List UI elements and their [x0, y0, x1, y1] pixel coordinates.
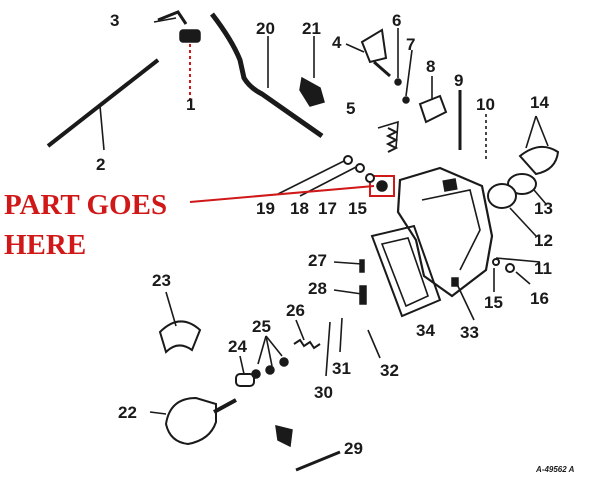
part-label-16: 16 [530, 289, 549, 308]
part-label-26: 26 [286, 301, 305, 320]
part-label-33: 33 [460, 323, 479, 342]
part-label-15b: 15 [484, 293, 503, 312]
part-label-34: 34 [416, 321, 435, 340]
part-label-2: 2 [96, 155, 105, 174]
part-label-23: 23 [152, 271, 171, 290]
drawing-code: A-49562 A [535, 465, 575, 474]
part-label-31: 31 [332, 359, 351, 378]
part-label-4: 4 [332, 33, 342, 52]
part-label-29: 29 [344, 439, 363, 458]
part-label-20: 20 [256, 19, 275, 38]
part-label-19: 19 [256, 199, 275, 218]
callout-line-1: PART GOES [4, 189, 167, 221]
part-label-27: 27 [308, 251, 327, 270]
part-label-22: 22 [118, 403, 137, 422]
part-label-9: 9 [454, 71, 463, 90]
part-label-28: 28 [308, 279, 327, 298]
part-label-25: 25 [252, 317, 271, 336]
part-label-15a: 15 [348, 199, 367, 218]
part-label-3: 3 [110, 11, 119, 30]
part-label-10: 10 [476, 95, 495, 114]
callout-line-2: HERE [4, 229, 86, 261]
parts-line-art [46, 10, 560, 472]
part-label-32: 32 [380, 361, 399, 380]
part-label-21: 21 [302, 19, 321, 38]
part-label-7: 7 [406, 35, 415, 54]
part-label-8: 8 [426, 57, 435, 76]
part-number-labels: 1 2 3 4 5 6 7 8 9 10 11 12 13 14 15 15 1… [96, 11, 553, 458]
part-label-17: 17 [318, 199, 337, 218]
part-label-13: 13 [534, 199, 553, 218]
part-label-6: 6 [392, 11, 401, 30]
part-label-24: 24 [228, 337, 247, 356]
part-label-5: 5 [346, 99, 355, 118]
part-label-1: 1 [186, 95, 195, 114]
part-label-18: 18 [290, 199, 309, 218]
part-label-11: 11 [534, 259, 552, 278]
part-label-30: 30 [314, 383, 333, 402]
part-label-14: 14 [530, 93, 549, 112]
part-label-12: 12 [534, 231, 553, 250]
